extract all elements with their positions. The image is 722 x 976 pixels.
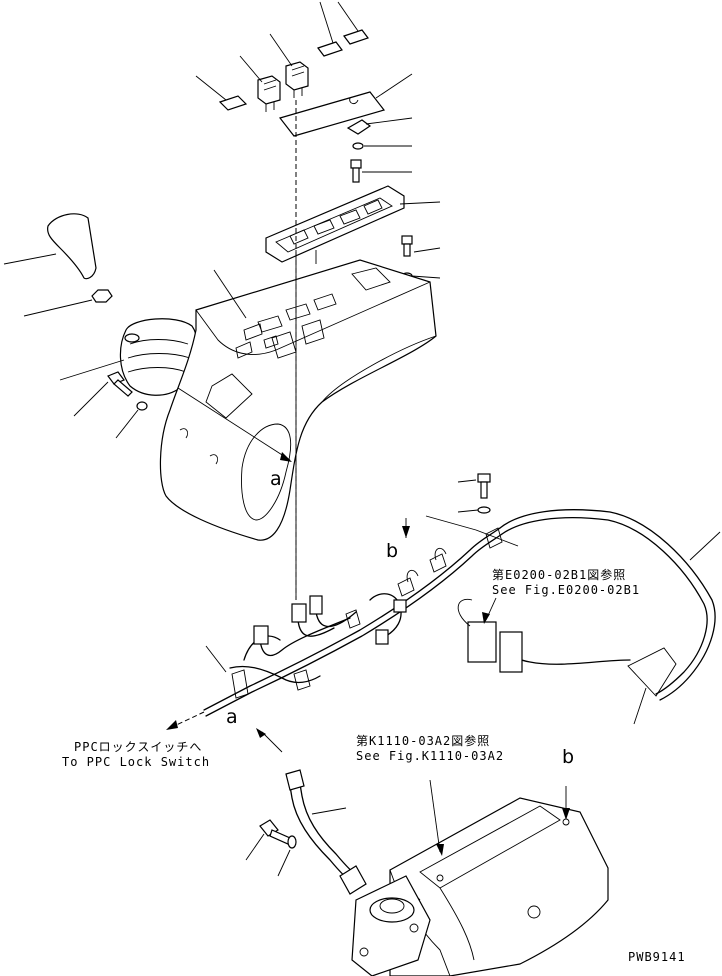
clip	[346, 117, 413, 135]
marker-b-harness: b	[386, 540, 399, 562]
console-body	[159, 259, 437, 541]
arrow-a-console	[177, 387, 292, 462]
wire-harness	[203, 509, 721, 725]
figure-code: PWB9141	[628, 950, 686, 964]
ref-k1110-jp: 第K1110-03A2図参照	[356, 734, 491, 748]
switch-caps-top	[317, 1, 369, 57]
ppc-label-en: To PPC Lock Switch	[62, 755, 211, 769]
lower-bracket	[351, 779, 609, 976]
bolt-mid	[401, 235, 441, 257]
marker-a-cable: a	[226, 706, 238, 728]
marker-a-console: a	[270, 468, 282, 490]
marker-b-bracket: b	[562, 746, 575, 768]
ref-e0200-jp: 第E0200-02B1図参照	[492, 568, 627, 582]
washer-top	[352, 142, 412, 150]
lever-knob	[3, 213, 97, 280]
switch-blank-cap	[195, 75, 248, 111]
ref-k1110-en: See Fig.K1110-03A2	[356, 749, 505, 763]
ppc-arrow	[166, 711, 205, 730]
washer-left	[115, 401, 148, 439]
cover-panel	[265, 185, 441, 263]
bolt-left	[73, 371, 133, 417]
bolt-harness	[457, 473, 491, 499]
hex-nut	[23, 289, 113, 317]
bolt-top	[350, 159, 412, 183]
rubber-boot	[59, 318, 198, 396]
washer-harness	[457, 506, 491, 514]
ppc-label-jp: PPCロックスイッチへ	[74, 740, 203, 754]
label-plate	[278, 73, 413, 137]
cable-a	[256, 728, 367, 895]
ref-e0200-en: See Fig.E0200-02B1	[492, 583, 641, 597]
switch-right	[269, 33, 309, 98]
switch-left	[239, 55, 281, 112]
bolt-lower	[245, 819, 297, 877]
